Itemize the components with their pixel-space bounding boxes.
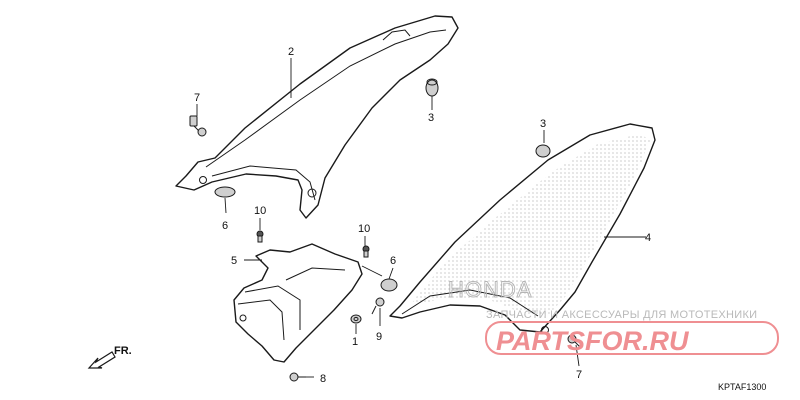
- watermark-frame: [485, 321, 779, 355]
- callout-10-right: 10: [358, 223, 370, 235]
- side-cover-part[interactable]: HONDA: [389, 123, 656, 334]
- panel-logo-text: HONDA: [448, 277, 532, 302]
- screw-part[interactable]: [371, 297, 385, 315]
- grommet-left-part[interactable]: [214, 186, 236, 198]
- watermark-logo: PARTSFOR.RU: [496, 326, 690, 356]
- clip-left-part[interactable]: [256, 230, 264, 243]
- callout-3-upper: 3: [428, 112, 434, 124]
- callout-10-left: 10: [254, 205, 266, 217]
- diagram-code: KPTAF1300: [718, 382, 766, 392]
- bolt-lower-part[interactable]: [567, 334, 582, 349]
- callout-4: 4: [645, 232, 651, 244]
- leader-lines: [196, 58, 646, 378]
- front-arrow-label: FR.: [114, 345, 132, 357]
- bolt-upper-part[interactable]: [189, 115, 207, 137]
- inner-cover-part[interactable]: [233, 243, 363, 363]
- callout-6-left: 6: [222, 220, 228, 232]
- callout-3-right: 3: [540, 118, 546, 130]
- watermark-tagline: ЗАПЧАСТИ И АКСЕССУАРЫ ДЛЯ МОТОТЕХНИКИ: [486, 309, 757, 321]
- callout-1: 1: [352, 336, 358, 348]
- callout-5: 5: [231, 255, 237, 267]
- clip-right-part[interactable]: [362, 245, 370, 258]
- callout-8: 8: [320, 373, 326, 385]
- callout-9: 9: [376, 331, 382, 343]
- callout-2: 2: [288, 46, 294, 58]
- washer-part[interactable]: [350, 314, 362, 324]
- callout-7-upper: 7: [194, 92, 200, 104]
- front-arrow-icon: FR.: [87, 345, 132, 369]
- grommet-mid-part[interactable]: [380, 278, 398, 292]
- grommet-upper-part[interactable]: [425, 78, 439, 97]
- grommet-right-part[interactable]: [535, 144, 551, 158]
- callout-6-mid: 6: [390, 255, 396, 267]
- bolt-bottom-part[interactable]: [289, 372, 306, 382]
- watermark: ЗАПЧАСТИ И АКСЕССУАРЫ ДЛЯ МОТОТЕХНИКИ PA…: [485, 309, 779, 356]
- callout-7-lower: 7: [576, 369, 582, 381]
- upper-side-cover-part[interactable]: [175, 15, 459, 219]
